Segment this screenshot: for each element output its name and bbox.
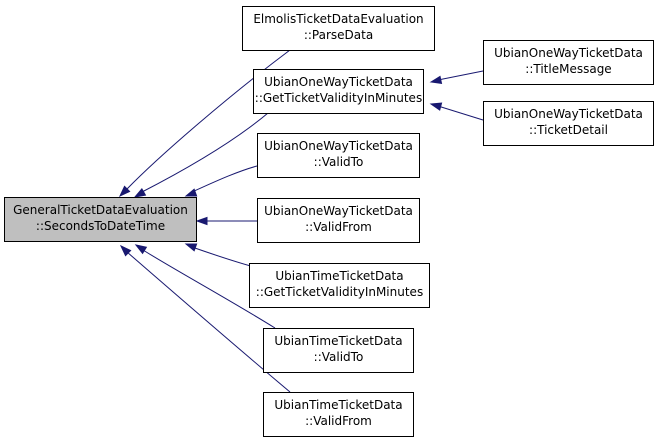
node-box[interactable] [263, 392, 414, 437]
caller-node[interactable]: UbianOneWayTicketData::ValidFrom [257, 198, 420, 243]
arrowhead-icon [184, 188, 198, 197]
edge-n8-to-root [142, 249, 276, 329]
caller-node[interactable]: UbianOneWayTicketData::ValidTo [257, 133, 420, 178]
arrowhead-icon [133, 188, 147, 198]
edge-n3-to-n2 [437, 70, 484, 81]
arrowhead-icon [195, 216, 208, 226]
node-method-name: ::ValidFrom [305, 220, 372, 234]
node-class-name: UbianOneWayTicketData [494, 46, 643, 60]
caller-node[interactable]: UbianOneWayTicketData::TitleMessage [483, 40, 654, 85]
edge-n4-to-n2 [437, 105, 484, 121]
edge-n5-to-root [191, 165, 258, 193]
node-method-name: ::GetTicketValidityInMinutes [256, 285, 423, 299]
arrowhead-icon [184, 243, 198, 252]
node-class-name: UbianOneWayTicketData [264, 75, 413, 89]
node-class-name: ElmolisTicketDataEvaluation [253, 12, 423, 26]
root-node[interactable]: GeneralTicketDataEvaluation::SecondsToDa… [4, 197, 197, 242]
arrowhead-icon [429, 75, 443, 85]
node-box[interactable] [4, 197, 197, 242]
node-box[interactable] [257, 198, 420, 243]
node-box[interactable] [483, 101, 654, 146]
node-method-name: ::TicketDetail [529, 123, 608, 137]
node-box[interactable] [242, 6, 435, 51]
caller-node[interactable]: UbianTimeTicketData::ValidFrom [263, 392, 414, 437]
node-class-name: UbianTimeTicketData [274, 334, 402, 348]
edge-n1-to-root [125, 49, 291, 191]
caller-node[interactable]: UbianOneWayTicketData::GetTicketValidity… [253, 69, 424, 114]
node-method-name: ::ValidTo [314, 155, 364, 169]
arrowhead-icon [118, 185, 131, 198]
node-class-name: GeneralTicketDataEvaluation [13, 203, 188, 217]
edge-n2-to-root [141, 112, 269, 193]
edge-n7-to-root [191, 246, 259, 269]
caller-node[interactable]: UbianOneWayTicketData::TicketDetail [483, 101, 654, 146]
node-class-name: UbianOneWayTicketData [494, 107, 643, 121]
arrowhead-icon [119, 244, 132, 257]
arrowhead-icon [429, 102, 443, 111]
caller-node[interactable]: UbianTimeTicketData::GetTicketValidityIn… [249, 263, 430, 308]
node-class-name: UbianTimeTicketData [274, 398, 402, 412]
arrowhead-icon [134, 244, 148, 255]
node-box[interactable] [483, 40, 654, 85]
node-class-name: UbianOneWayTicketData [264, 139, 413, 153]
node-box[interactable] [257, 133, 420, 178]
node-box[interactable] [253, 69, 424, 114]
node-method-name: ::TitleMessage [525, 62, 611, 76]
node-method-name: ::ParseData [304, 28, 373, 42]
node-method-name: ::GetTicketValidityInMinutes [255, 91, 422, 105]
node-box[interactable] [249, 263, 430, 308]
node-box[interactable] [263, 328, 414, 373]
node-method-name: ::SecondsToDateTime [36, 219, 165, 233]
caller-node[interactable]: UbianTimeTicketData::ValidTo [263, 328, 414, 373]
edge-n9-to-root [126, 251, 291, 393]
node-class-name: UbianOneWayTicketData [264, 204, 413, 218]
node-method-name: ::ValidFrom [305, 414, 372, 428]
node-method-name: ::ValidTo [314, 350, 364, 364]
node-class-name: UbianTimeTicketData [275, 269, 403, 283]
nodes-layer: GeneralTicketDataEvaluation::SecondsToDa… [4, 6, 654, 437]
caller-node[interactable]: ElmolisTicketDataEvaluation::ParseData [242, 6, 435, 51]
